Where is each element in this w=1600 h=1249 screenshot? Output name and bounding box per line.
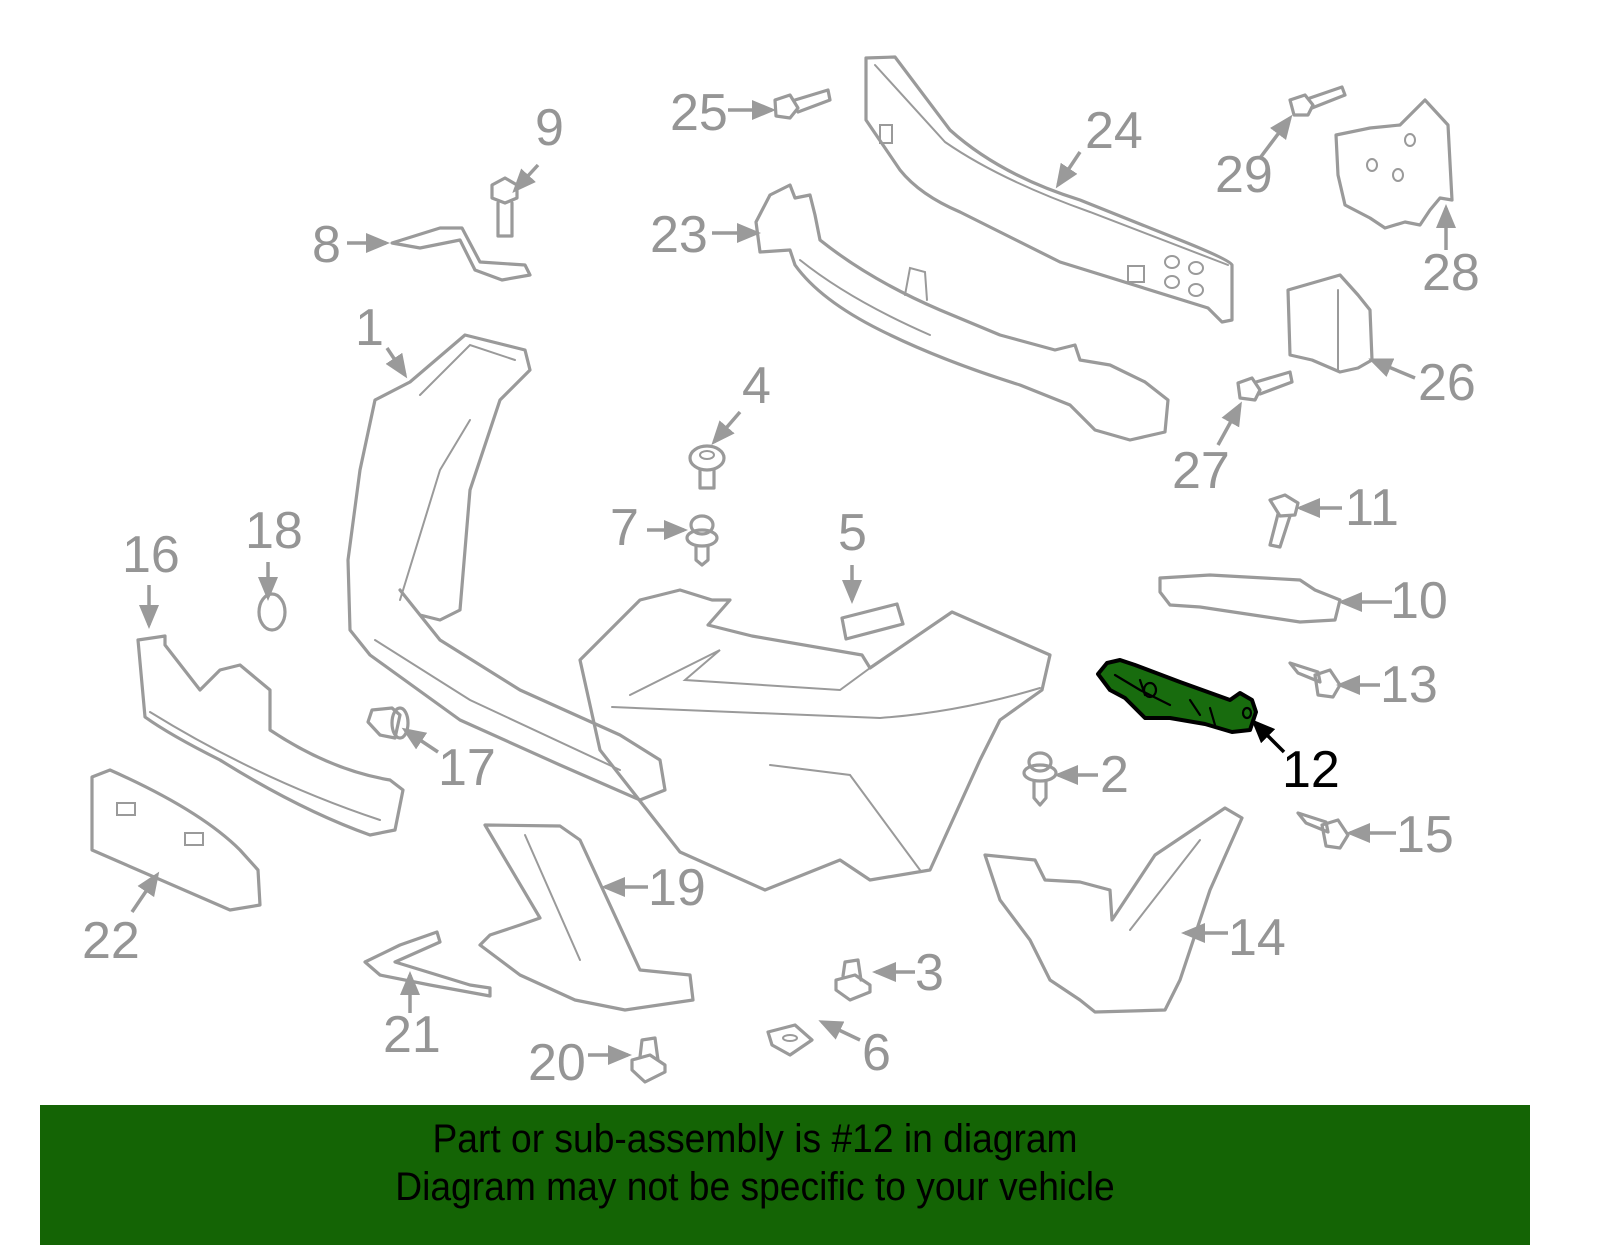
part-29-bolt[interactable]: [1288, 85, 1347, 117]
part-19-fog-bezel[interactable]: [478, 823, 695, 1012]
part-6-nut[interactable]: [766, 1023, 814, 1057]
part-21-trim-strip[interactable]: [363, 930, 492, 998]
callout-26[interactable]: 26: [1418, 354, 1476, 412]
callout-16[interactable]: 16: [122, 526, 180, 584]
callout-3[interactable]: 3: [915, 944, 944, 1002]
callout-22[interactable]: 22: [82, 912, 140, 970]
callout-labels: 1 2 3 4 5 6 7 8 9 10 11 12 13 14 15 16 1…: [82, 84, 1480, 1092]
part-22-license-bracket[interactable]: [90, 768, 262, 912]
part-1-bumper-support[interactable]: [346, 333, 667, 802]
callout-6[interactable]: 6: [862, 1024, 891, 1082]
part-5-label[interactable]: [840, 602, 905, 641]
callout-8[interactable]: 8: [312, 216, 341, 274]
callout-21[interactable]: 21: [383, 1006, 441, 1064]
callout-29[interactable]: 29: [1215, 146, 1273, 204]
part-24-bumper-reinforcement[interactable]: [864, 55, 1234, 324]
info-banner: Part or sub-assembly is #12 in diagram D…: [40, 1105, 1530, 1245]
part-27-bolt[interactable]: [1236, 370, 1294, 402]
part-7-clip[interactable]: [685, 514, 719, 567]
callout-5[interactable]: 5: [838, 504, 867, 562]
part-11-bolt[interactable]: [1268, 493, 1300, 549]
banner-part-info: Part or sub-assembly is #12 in diagram: [432, 1117, 1078, 1161]
callout-9[interactable]: 9: [535, 99, 564, 157]
part-20-nut[interactable]: [630, 1036, 667, 1084]
part-2-clip[interactable]: [1022, 751, 1058, 807]
callout-2[interactable]: 2: [1100, 746, 1129, 804]
part-9-bolt[interactable]: [490, 176, 519, 238]
part-28-bracket[interactable]: [1334, 98, 1454, 230]
callout-4[interactable]: 4: [742, 357, 771, 415]
part-13-bolt[interactable]: [1288, 661, 1342, 699]
part-3-nut[interactable]: [834, 958, 872, 1002]
callout-24[interactable]: 24: [1085, 102, 1143, 160]
part-16-grille-support[interactable]: [136, 634, 405, 837]
callout-27[interactable]: 27: [1172, 442, 1230, 500]
bumper-cover: [578, 588, 1052, 892]
parts-diagram: 1 2 3 4 5 6 7 8 9 10 11 12 13 14 15 16 1…: [82, 55, 1480, 1092]
callout-23[interactable]: 23: [650, 206, 708, 264]
callout-14[interactable]: 14: [1228, 909, 1286, 967]
callout-13[interactable]: 13: [1380, 656, 1438, 714]
callout-11[interactable]: 11: [1345, 479, 1399, 537]
part-25-bolt[interactable]: [773, 88, 832, 120]
callout-19[interactable]: 19: [648, 859, 706, 917]
part-8-bracket[interactable]: [390, 226, 532, 282]
callout-17[interactable]: 17: [438, 739, 496, 797]
callout-10[interactable]: 10: [1390, 572, 1448, 630]
callout-28[interactable]: 28: [1422, 244, 1480, 302]
part-23-energy-absorber[interactable]: [754, 183, 1170, 442]
callout-20[interactable]: 20: [528, 1034, 586, 1092]
part-12-bumper-bracket-highlighted[interactable]: [1096, 658, 1258, 734]
banner-disclaimer: Diagram may not be specific to your vehi…: [395, 1165, 1115, 1209]
callout-15[interactable]: 15: [1396, 806, 1454, 864]
part-26-bracket[interactable]: [1286, 273, 1374, 374]
part-15-bolt[interactable]: [1296, 811, 1350, 850]
leader-lines: [130, 100, 1456, 1065]
callout-7[interactable]: 7: [610, 499, 639, 557]
part-18-grommet[interactable]: [257, 592, 287, 632]
part-4-screw[interactable]: [688, 444, 726, 490]
callout-1[interactable]: 1: [355, 299, 384, 357]
callout-12[interactable]: 12: [1282, 741, 1340, 799]
callout-25[interactable]: 25: [670, 84, 728, 142]
part-17-clip[interactable]: [366, 706, 410, 740]
part-14-side-bracket[interactable]: [983, 806, 1244, 1014]
callout-18[interactable]: 18: [245, 502, 303, 560]
part-10-bracket[interactable]: [1158, 573, 1342, 624]
